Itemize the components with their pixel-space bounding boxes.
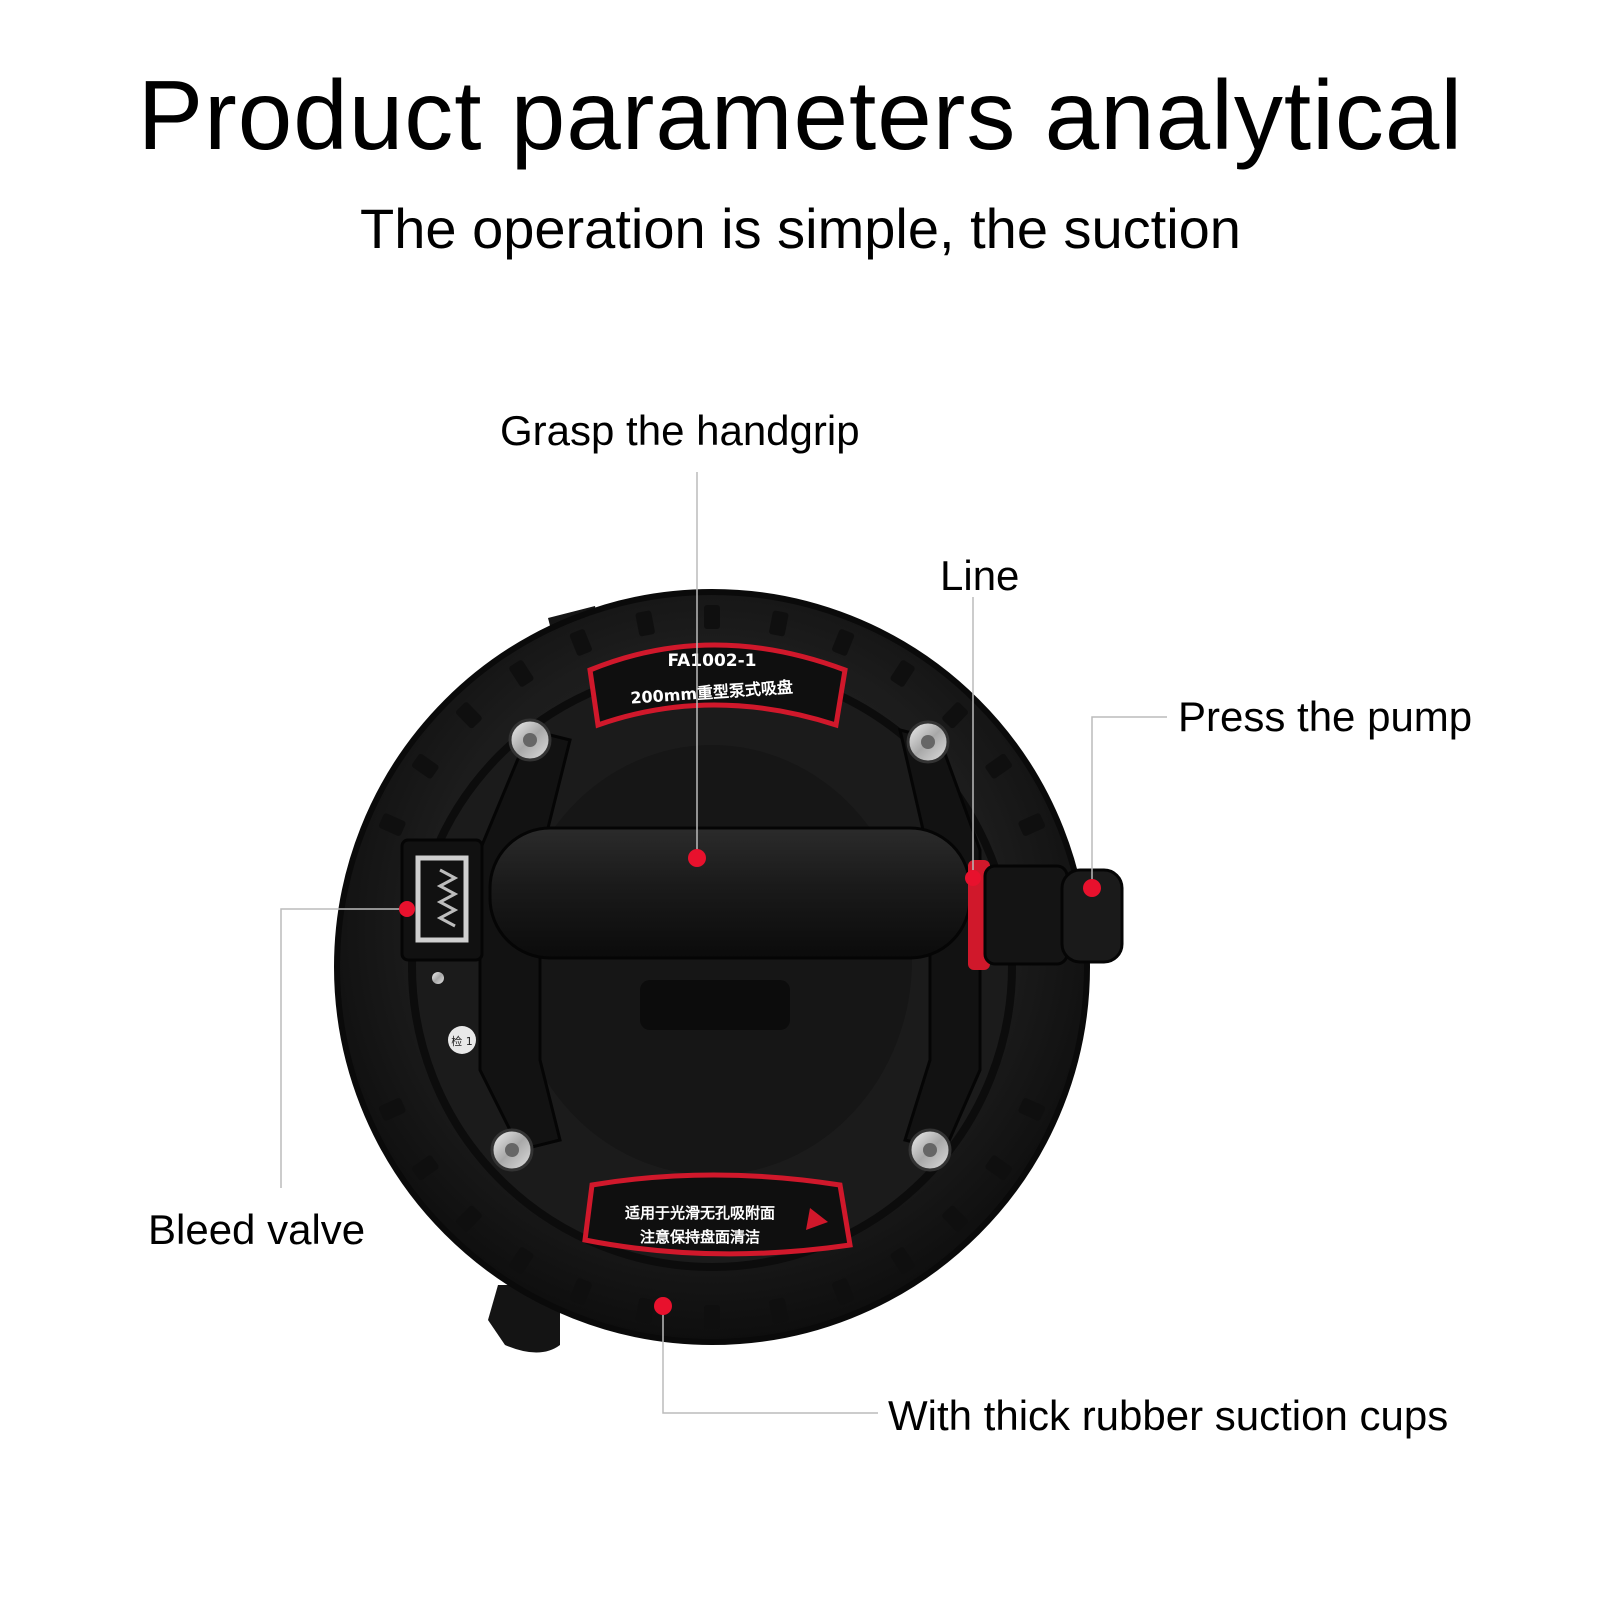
page-subtitle: The operation is simple, the suction — [360, 197, 1241, 260]
rim-ribs — [379, 605, 1045, 1329]
disc-rim — [334, 589, 1090, 1345]
marker-dots — [399, 849, 1101, 1315]
inspection-mark — [448, 1026, 476, 1054]
warning-text-line1: 适用于光滑无孔吸附面 — [625, 1204, 775, 1222]
leader-line-pump — [1091, 716, 1167, 888]
warning-badge — [582, 1172, 853, 1257]
callout-suction-cups: With thick rubber suction cups — [888, 1392, 1449, 1439]
inspection-mark-text: 检 1 — [451, 1034, 473, 1048]
screw-icon — [508, 718, 552, 762]
bleed-valve-bracket — [415, 855, 469, 943]
center-dome — [512, 745, 912, 1175]
screw-icon — [906, 720, 950, 764]
callout-handgrip: Grasp the handgrip — [500, 407, 860, 454]
page-title: Product parameters analytical — [137, 60, 1464, 170]
pump-cylinder — [983, 864, 1069, 966]
leader-lines — [280, 472, 1167, 1414]
handgrip-bar — [488, 826, 972, 960]
marker-dot-bleed — [399, 901, 415, 917]
marker-dot-cups — [654, 1297, 672, 1315]
screw-icon — [490, 1128, 534, 1172]
marker-dot-pump — [1083, 879, 1101, 897]
bleed-valve-spring — [436, 868, 459, 928]
leader-line-bleed — [280, 908, 405, 1188]
warning-triangle-icon — [806, 1208, 828, 1230]
callout-pump: Press the pump — [1178, 693, 1473, 740]
screw-icon — [908, 1128, 952, 1172]
leader-line-cups — [662, 1310, 878, 1414]
marker-dot-line — [965, 870, 981, 886]
model-badge — [587, 642, 848, 729]
marker-dot-handgrip — [688, 849, 706, 867]
callout-bleed-valve: Bleed valve — [148, 1206, 366, 1253]
callout-line: Line — [940, 552, 1020, 599]
small-rivet — [432, 972, 444, 984]
model-badge-text: FA1002-1 — [667, 651, 756, 671]
warning-text-line2: 注意保持盘面清洁 — [640, 1228, 760, 1246]
center-notch — [640, 980, 790, 1030]
